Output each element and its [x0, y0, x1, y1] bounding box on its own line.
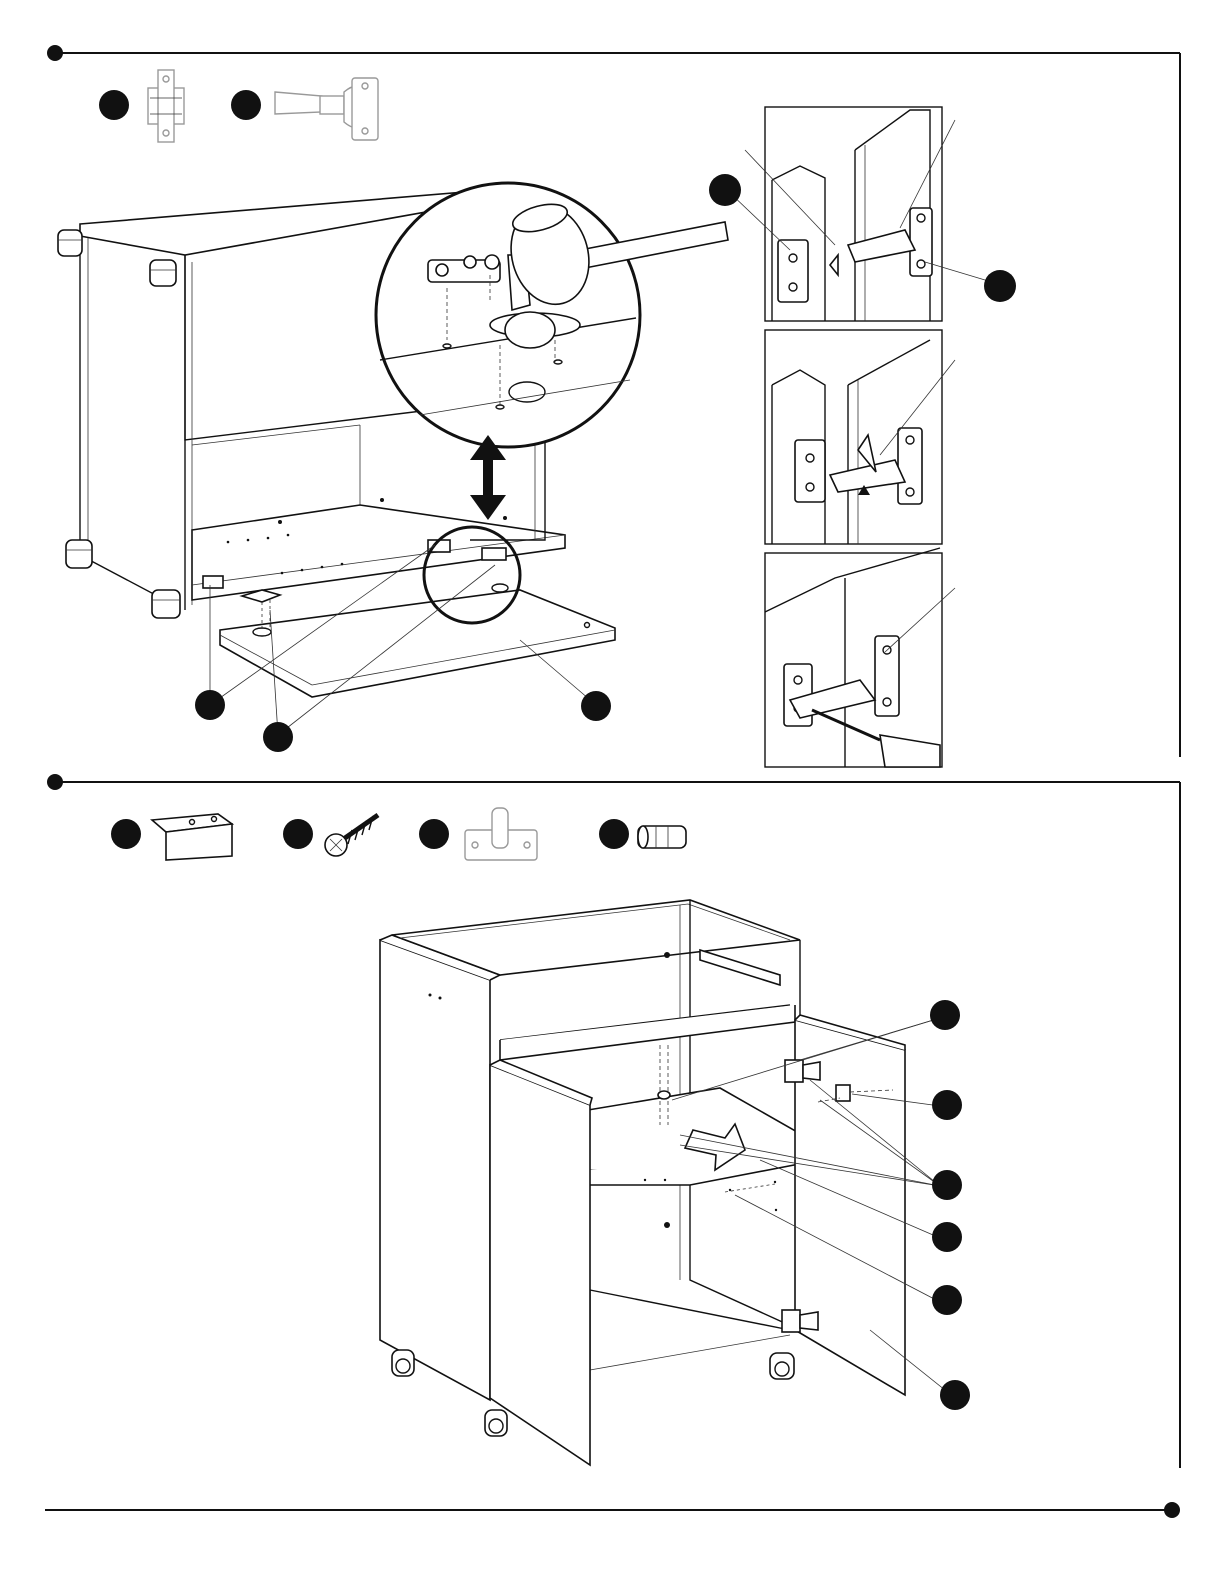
caster-wheel — [770, 1353, 794, 1379]
callout-shelf-screws — [932, 1170, 962, 1200]
step-1-frame — [47, 45, 1180, 757]
caster-wheels-step-1 — [58, 230, 180, 618]
wood-dowel-icon — [638, 826, 686, 848]
magnified-hinge-detail — [376, 183, 728, 447]
callout-right-door — [930, 1000, 960, 1030]
callout-hinge-step-1b — [984, 270, 1016, 302]
part-a-marker — [99, 90, 129, 120]
callout-plate — [195, 690, 225, 720]
caster-wheel — [392, 1350, 414, 1376]
callout-hinge-step-1 — [709, 174, 741, 206]
door-hinge — [785, 1060, 820, 1082]
caster-wheel — [58, 230, 82, 256]
shelf-support-pin-icon — [465, 808, 537, 860]
callout-shelf — [932, 1222, 962, 1252]
caster-wheel — [152, 590, 180, 618]
screw-icon — [325, 815, 378, 856]
part-e-marker — [419, 819, 449, 849]
callout-shelf-pins — [932, 1285, 962, 1315]
l-bracket-icon — [152, 814, 232, 860]
step-2-parts-row — [111, 808, 686, 860]
caster-wheel — [66, 540, 92, 568]
part-d-marker — [283, 819, 313, 849]
caster-wheel — [150, 260, 176, 286]
cabinet-hinge-icon — [275, 78, 378, 140]
inset-hinge-lock — [765, 330, 955, 544]
door-hinge — [782, 1310, 818, 1332]
part-b-marker — [231, 90, 261, 120]
inset-hinge-adjust — [765, 548, 955, 767]
page-footer-rule — [45, 1502, 1180, 1518]
step-1-parts-row — [99, 70, 378, 142]
callout-catch — [932, 1090, 962, 1120]
door-panel-step-1 — [220, 584, 615, 697]
part-c-marker — [111, 819, 141, 849]
inset-hinge-clip-on — [729, 107, 995, 321]
hinge-mounting-plate-icon — [148, 70, 184, 142]
callout-bottom-panel — [581, 691, 611, 721]
cabinet-assembled-step-2 — [380, 900, 905, 1465]
callout-door-panel — [940, 1380, 970, 1410]
callout-hinge — [263, 722, 293, 752]
part-f-marker — [599, 819, 629, 849]
caster-wheel — [485, 1410, 507, 1436]
